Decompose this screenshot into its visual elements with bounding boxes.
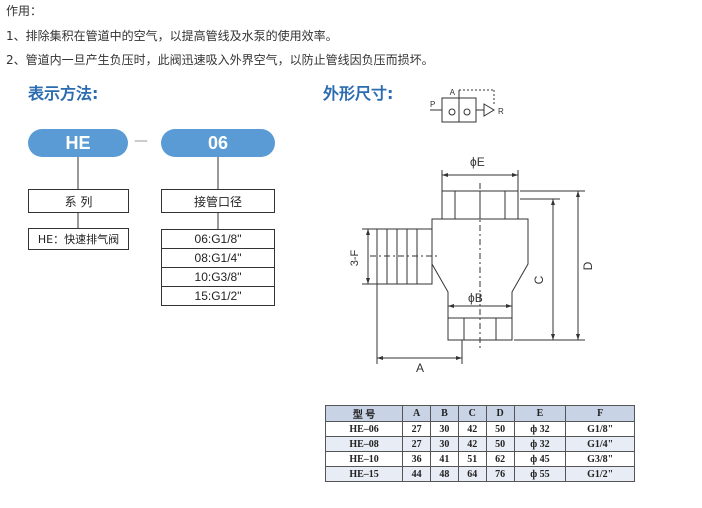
table-cell: ф 45 [513,451,567,467]
size-code-pill: 06 [161,129,275,157]
table-cell: ф 32 [513,436,567,452]
size-label-box: 接管口径 [161,189,275,213]
table-cell: 41 [430,451,459,467]
dim-label-c: C [532,275,546,284]
table-cell: 27 [402,436,431,452]
table-cell: HE–15 [324,466,404,482]
table-cell: G3/8" [565,451,635,467]
spec-table-header-row: 型 号 A B C D E F [324,405,635,422]
table-cell: G1/8" [565,421,635,437]
dimensions-heading: 外形尺寸: [323,84,394,103]
table-cell: 42 [457,421,487,437]
spec-header: A [402,405,431,422]
table-cell: HE–06 [324,421,404,437]
code-separator: — [134,133,148,149]
dim-label-a: A [416,361,424,375]
table-cell: 30 [430,421,459,437]
dim-label-b: ϕB [468,291,483,305]
table-cell: 36 [402,451,431,467]
spec-header: F [565,405,635,422]
size-option: 06:G1/8" [162,229,274,248]
table-cell: 42 [457,436,487,452]
table-cell: HE–10 [324,451,404,467]
spec-table: 型 号 A B C D E F HE–06 27 30 42 50 ф 32 G… [324,405,635,482]
symbol-label-a: A [450,88,456,97]
table-cell: 48 [430,466,459,482]
intro-label: 作用： [6,4,43,18]
size-option: 15:G1/2" [162,286,274,305]
intro-item-1: 1、排除集积在管道中的空气，以提高管线及水泵的使用效率。 [6,29,338,43]
table-cell: HE–08 [324,436,404,452]
intro-item-2: 2、管道内一旦产生负压时，此阀迅速吸入外界空气，以防止管线因负压而损坏。 [6,53,434,67]
table-cell: 51 [457,451,487,467]
spec-header: 型 号 [324,405,404,422]
dim-label-d: D [581,261,595,270]
table-row: HE–15 44 48 64 76 ф 55 G1/2" [324,466,635,482]
size-option: 10:G3/8" [162,267,274,286]
spec-header: C [457,405,487,422]
table-cell: 76 [485,466,515,482]
table-cell: 62 [485,451,515,467]
table-cell: 27 [402,421,431,437]
size-options-list: 06:G1/8" 08:G1/4" 10:G3/8" 15:G1/2" [161,229,275,306]
table-cell: 30 [430,436,459,452]
series-value-box: HE：快速排气阀 [28,228,129,250]
table-cell: ф 32 [513,421,567,437]
table-row: HE–10 36 41 51 62 ф 45 G3/8" [324,451,635,467]
table-cell: ф 55 [513,466,567,482]
series-label-box: 系 列 [28,189,129,213]
table-cell: 44 [402,466,431,482]
table-cell: G1/4" [565,436,635,452]
table-row: HE–08 27 30 42 50 ф 32 G1/4" [324,436,635,452]
dim-label-f: 3-F [349,249,361,266]
table-row: HE–06 27 30 42 50 ф 32 G1/8" [324,421,635,437]
dim-label-e: ϕE [470,155,485,169]
spec-header: D [485,405,515,422]
table-cell: 50 [485,436,515,452]
table-cell: G1/2" [565,466,635,482]
symbol-label-p: P [430,100,435,109]
table-cell: 50 [485,421,515,437]
notation-heading: 表示方法: [28,84,99,103]
spec-header: B [430,405,459,422]
symbol-label-r: R [498,107,504,116]
size-option: 08:G1/4" [162,248,274,267]
table-cell: 64 [457,466,487,482]
series-code-pill: HE [28,129,128,157]
spec-header: E [513,405,567,422]
